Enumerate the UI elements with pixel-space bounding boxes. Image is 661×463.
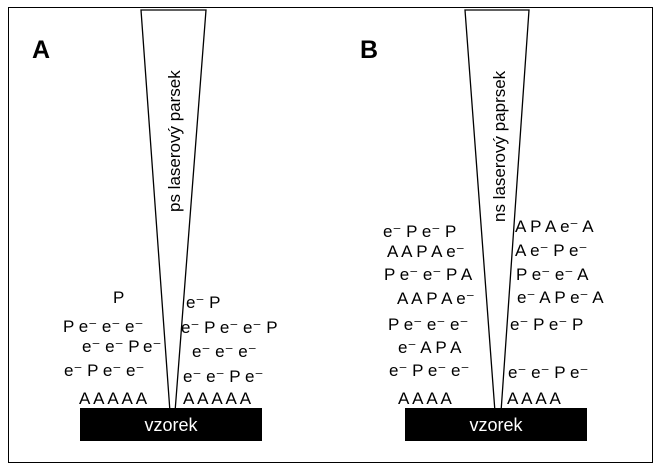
panel-a: A ps laserový parsek P P e⁻ e⁻ e⁻ e⁻ e⁻ …: [32, 9, 278, 441]
panel-b-cloud-row: e⁻ P e⁻ P: [510, 315, 583, 334]
panel-a-cloud-row: A A A A A: [183, 389, 252, 408]
panel-a-letter: A: [32, 36, 50, 64]
panel-b-letter: B: [360, 36, 378, 64]
panel-a-sample-block: [80, 408, 262, 441]
panel-a-cloud-row: e⁻ P e⁻ e⁻ P: [181, 318, 278, 337]
panel-b-beam-label: ns laserový paprsek: [490, 70, 509, 222]
panel-a-cloud-row: e⁻ e⁻ e⁻: [192, 342, 257, 361]
panel-a-cloud-row: e⁻ e⁻ P e⁻: [82, 337, 161, 356]
panel-b-sample-label: vzorek: [469, 415, 523, 435]
panel-b-cloud-row: A A A A: [398, 389, 453, 408]
panel-b: B ns laserový paprsek e⁻ P e⁻ P A A P A …: [360, 9, 604, 441]
panel-a-cloud-row: A A A A A: [79, 389, 148, 408]
panel-a-cloud-row: P: [113, 288, 124, 307]
panel-b-cloud-row: A P A e⁻ A: [515, 217, 594, 236]
panel-b-cloud-row: P e⁻ e⁻ e⁻: [388, 315, 468, 334]
panel-b-cloud-row: e⁻ A P e⁻ A: [517, 288, 604, 307]
panel-a-particle-cloud: P P e⁻ e⁻ e⁻ e⁻ e⁻ P e⁻ e⁻ P e⁻ e⁻ A A A…: [63, 288, 278, 408]
panel-a-cloud-row: e⁻ P: [186, 293, 221, 312]
diagram-frame: [8, 7, 653, 463]
panel-b-cloud-row: e⁻ P e⁻ e⁻: [389, 361, 469, 380]
panel-b-cloud-row: A A A A: [507, 389, 562, 408]
panel-b-cloud-row: e⁻ e⁻ P e⁻: [508, 363, 588, 382]
panel-a-sample-label: vzorek: [144, 415, 198, 435]
panel-b-cloud-row: e⁻ P e⁻ P: [383, 222, 456, 241]
panel-b-cloud-row: A A P A e⁻: [397, 289, 475, 308]
panel-b-sample-block: [405, 408, 587, 441]
panel-b-cloud-row: A A P A e⁻: [387, 242, 465, 261]
panel-a-cloud-row: e⁻ e⁻ P e⁻: [183, 367, 263, 386]
panel-b-cloud-row: A e⁻ P e⁻: [515, 241, 587, 260]
panel-a-beam-label: ps laserový parsek: [165, 70, 184, 212]
panel-a-cloud-row: e⁻ P e⁻ e⁻: [64, 361, 144, 380]
panel-b-cloud-row: e⁻ A P A: [398, 338, 462, 357]
panel-b-cloud-row: P e⁻ e⁻ P A: [384, 265, 473, 284]
panel-b-cloud-row: P e⁻ e⁻ A: [516, 265, 589, 284]
panel-a-cloud-row: P e⁻ e⁻ e⁻: [63, 317, 143, 336]
panel-b-particle-cloud: e⁻ P e⁻ P A A P A e⁻ P e⁻ e⁻ P A A A P A…: [383, 217, 604, 408]
